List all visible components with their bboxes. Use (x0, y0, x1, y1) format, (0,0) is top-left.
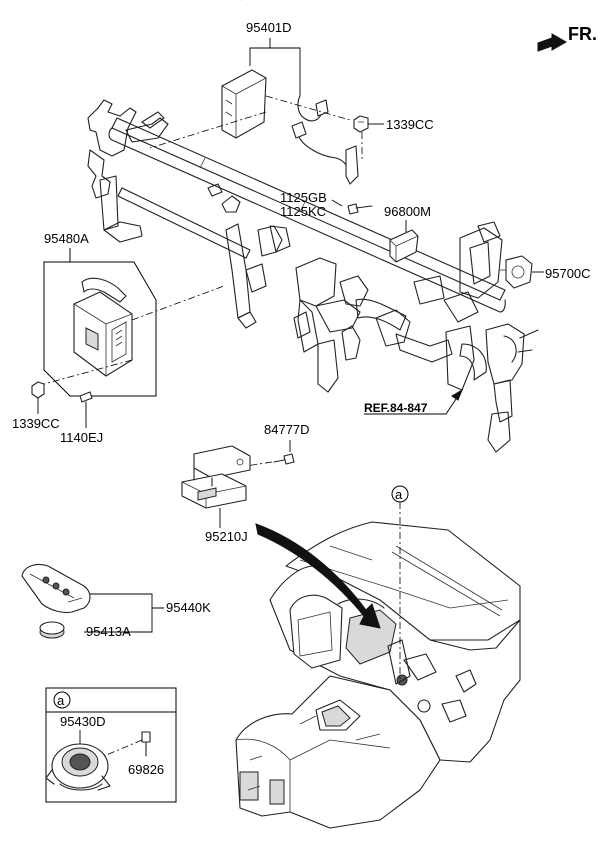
detail-marker-circle (53, 691, 71, 709)
label-69826: 69826 (128, 762, 164, 777)
screw-69826 (141, 731, 151, 757)
callout-arrow (255, 523, 381, 629)
module-96800M (389, 229, 419, 263)
start-button-95430D (45, 743, 111, 791)
detail-box-a (45, 687, 177, 803)
label-95210J: 95210J (205, 529, 248, 544)
cowl-crossbar-assembly (87, 99, 539, 453)
front-direction-indicator: FR. (537, 24, 597, 52)
screw-84777D (273, 453, 295, 465)
label-1125GB: 1125GB (280, 190, 327, 205)
group-box-95480A (43, 248, 157, 397)
label-1125KC: 1125KC (280, 204, 326, 219)
instrument-panel-assembly (235, 521, 521, 829)
nut-1339CC-left (31, 381, 45, 399)
front-arrow-icon (537, 33, 568, 52)
detail-marker-label: a (57, 693, 65, 708)
label-95401D: 95401D (246, 20, 292, 35)
module-95480A (73, 277, 133, 377)
callout-marker-label: a (395, 487, 403, 502)
module-95401D (221, 0, 359, 185)
label-1339CC-left: 1339CC (12, 416, 60, 431)
label-95700C: 95700C (545, 266, 591, 281)
nut-1339CC-top (353, 115, 369, 133)
label-96800M: 96800M (384, 204, 431, 219)
unit-95210J (181, 445, 251, 509)
label-1339CC-top: 1339CC (386, 117, 434, 132)
front-label: FR. (568, 24, 597, 44)
coin-battery-95413A (39, 621, 65, 639)
label-95413A: 95413A (86, 624, 131, 639)
sensor-95700C (500, 255, 533, 289)
label-95430D: 95430D (60, 714, 106, 729)
label-95440K: 95440K (166, 600, 211, 615)
label-1140EJ: 1140EJ (60, 430, 103, 445)
bolt-1140EJ (79, 391, 93, 413)
label-84777D: 84777D (264, 422, 310, 437)
bolt-1125GB (347, 203, 373, 215)
reference-label: REF.84-847 (364, 401, 428, 415)
label-95480A: 95480A (44, 231, 89, 246)
smart-key-95440K (21, 563, 91, 614)
